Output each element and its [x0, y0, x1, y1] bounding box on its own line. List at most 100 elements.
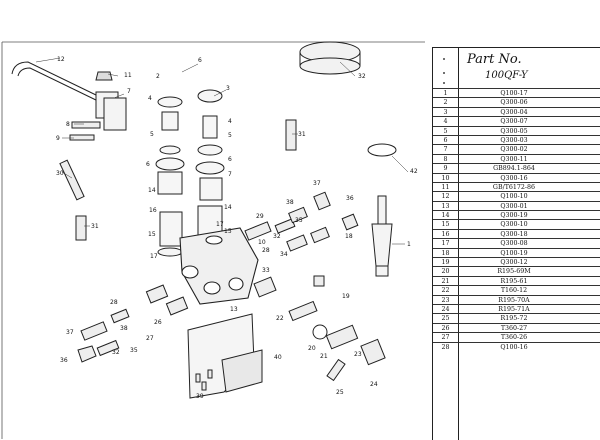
- svg-text:27: 27: [146, 335, 154, 342]
- svg-text:28: 28: [110, 299, 118, 306]
- row-number: 3: [443, 108, 448, 116]
- svg-text:15: 15: [224, 228, 232, 235]
- svg-text:34: 34: [280, 251, 288, 258]
- row-number: 15: [441, 221, 450, 229]
- row-number: 8: [443, 155, 448, 163]
- part-code: Q300-05: [500, 127, 528, 135]
- svg-text:6: 6: [198, 57, 202, 64]
- row-number: 11: [441, 183, 450, 191]
- svg-text:2: 2: [156, 73, 160, 80]
- part-code: Q300-03: [500, 136, 528, 144]
- part-code: R195-70A: [498, 296, 530, 304]
- header-part-no: Part No.: [467, 52, 522, 67]
- row-number: 26: [441, 324, 450, 332]
- svg-text:15: 15: [148, 231, 156, 238]
- column-divider: [458, 48, 459, 440]
- row-number: 25: [441, 315, 450, 323]
- row-number: 9: [443, 165, 448, 173]
- svg-text:32: 32: [112, 349, 120, 356]
- part-nut-top: [95, 71, 113, 81]
- svg-text:6: 6: [228, 156, 232, 163]
- svg-text:23: 23: [354, 351, 362, 358]
- svg-text:4: 4: [148, 95, 152, 102]
- part-code: Q300-16: [500, 174, 528, 182]
- part-code: Q300-18: [500, 230, 528, 238]
- part-code: R195-69M: [497, 268, 531, 276]
- part-code: T360-26: [500, 334, 528, 342]
- table-row: 15 Q300-10: [433, 219, 600, 228]
- part-code: Q300-12: [500, 259, 528, 267]
- table-row: 1 Q100-17: [433, 88, 600, 97]
- svg-text:20: 20: [308, 345, 316, 352]
- svg-text:14: 14: [148, 187, 156, 194]
- svg-text:7: 7: [127, 88, 131, 95]
- part-code: Q300-02: [500, 146, 528, 154]
- part-mount-bracket: [187, 313, 263, 399]
- part-code: Q100-10: [500, 193, 528, 201]
- part-stud-right: [285, 119, 297, 151]
- row-number: 20: [441, 268, 450, 276]
- svg-text:36: 36: [60, 357, 68, 364]
- row-number: 21: [441, 277, 450, 285]
- row-number: 24: [441, 305, 450, 313]
- svg-text:18: 18: [345, 233, 353, 240]
- svg-text:17: 17: [216, 221, 224, 228]
- leader-lines: [35, 57, 409, 245]
- svg-text:22: 22: [276, 315, 284, 322]
- svg-text:24: 24: [370, 381, 378, 388]
- svg-text:10: 10: [258, 239, 266, 246]
- table-row: 9 GB894.1-864: [433, 163, 600, 172]
- part-pipe: [11, 61, 99, 102]
- part-code: Q100-17: [500, 90, 528, 97]
- table-header: Part No. 100QF-Y: [433, 48, 600, 88]
- row-number: 22: [441, 287, 450, 295]
- row-number: 13: [441, 202, 450, 210]
- row-number: 17: [441, 240, 450, 248]
- part-nozzle: [367, 143, 397, 277]
- svg-text:29: 29: [256, 213, 264, 220]
- fittings-right: [244, 191, 359, 287]
- row-number: 19: [441, 259, 450, 267]
- part-screws: [195, 369, 213, 391]
- part-code: GB894.1-864: [493, 165, 535, 173]
- part-bracket: [95, 91, 127, 131]
- svg-text:11: 11: [124, 72, 132, 79]
- part-code: Q300-10: [500, 221, 528, 229]
- part-code: T160-12: [500, 287, 528, 295]
- part-code: Q100-16: [500, 343, 528, 351]
- svg-text:38: 38: [286, 199, 294, 206]
- part-pin: [59, 159, 85, 201]
- row-number: 27: [441, 334, 450, 342]
- fittings-left: [77, 284, 189, 363]
- fittings-lower-right: [253, 276, 386, 382]
- svg-text:35: 35: [295, 217, 303, 224]
- part-cap: [299, 41, 361, 75]
- valve-stack-right: [195, 89, 225, 241]
- row-number: 12: [441, 193, 450, 201]
- table-row: 22 T160-12: [433, 285, 600, 294]
- part-stud-left: [75, 215, 87, 241]
- svg-text:19: 19: [342, 293, 350, 300]
- svg-text:36: 36: [346, 195, 354, 202]
- row-number: 1: [443, 90, 448, 97]
- svg-text:31: 31: [91, 223, 99, 230]
- svg-text:40: 40: [274, 354, 282, 361]
- svg-text:4: 4: [228, 118, 232, 125]
- header-model: 100QF-Y: [485, 70, 528, 81]
- svg-text:38: 38: [120, 325, 128, 332]
- callout-labels: 12 11 7 8 9 30 31 6 2 3 4 5 6 14 16 15 1…: [56, 56, 418, 400]
- part-code: R195-61: [500, 277, 528, 285]
- svg-text:3: 3: [226, 85, 230, 92]
